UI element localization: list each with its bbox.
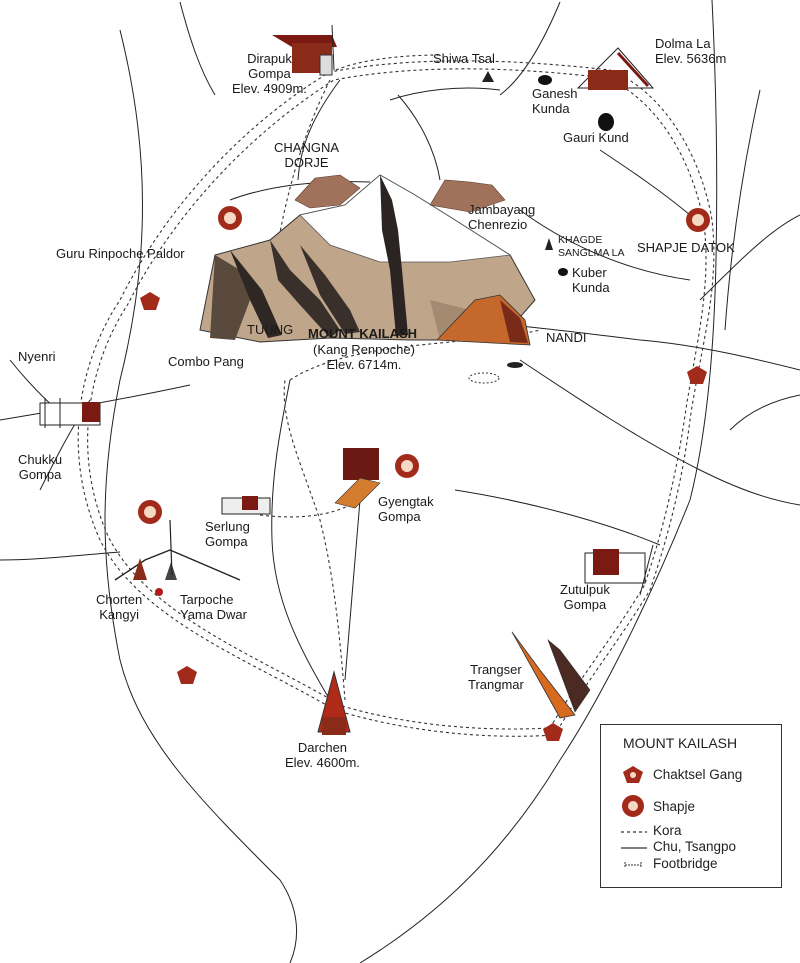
label-kuber-kunda: Kuber Kunda: [572, 265, 610, 295]
label-kang-renpoche-elevation: (Kang Renpoche) Elev. 6714m.: [313, 342, 415, 372]
label-nandi: NANDI: [546, 330, 587, 345]
label-dirapuk-gompa: Dirapuk Gompa Elev. 4909m.: [232, 51, 307, 96]
label-zutulpuk-gompa: Zutulpuk Gompa: [560, 582, 610, 612]
lakes: [538, 75, 614, 276]
label-dolma-la: Dolma La Elev. 5636m: [655, 36, 727, 66]
label-shapje-datok: SHAPJE DATOK: [637, 240, 735, 255]
label-khagde-sanglma-la: KHAGDE SANGLMA LA: [558, 234, 625, 259]
gompa-symbols: [39, 24, 655, 735]
trangser-trangmar-peaks: [511, 631, 591, 719]
mount-kailash-massif: [199, 174, 536, 384]
label-changna-dorje: CHANGNA DORJE: [274, 140, 340, 170]
footbridge-icon: [624, 862, 642, 868]
label-ganesh-kunda: Ganesh Kunda: [532, 86, 578, 116]
label-mount-kailash: MOUNT KAILASH: [308, 326, 418, 341]
legend-title: MOUNT KAILASH: [623, 735, 738, 751]
legend-chu-tsangpo: Chu, Tsangpo: [653, 839, 737, 854]
kora-line-icon: [621, 831, 647, 833]
label-trangser-trangmar: Trangser Trangmar: [468, 662, 524, 692]
label-guru-rinpoche-paldor: Guru Rinpoche Paldor: [56, 246, 185, 261]
legend-kora: Kora: [653, 823, 682, 838]
river-line-icon: [621, 847, 647, 849]
label-shiwa-tsal: Shiwa Tsal: [433, 51, 495, 66]
label-tarpoche-yama-dwar: Tarpoche Yama Dwar: [180, 592, 247, 622]
label-combo-pang: Combo Pang: [168, 354, 244, 369]
legend-shapje: Shapje: [653, 799, 696, 814]
legend-footbridge: Footbridge: [653, 856, 718, 871]
chaktsel-gang-icon: [623, 766, 643, 783]
shrine-markers: [138, 71, 710, 741]
label-chorten-kangyi: Chorten Kangyi: [96, 592, 143, 622]
label-gauri-kund: Gauri Kund: [563, 130, 629, 145]
label-serlung-gompa: Serlung Gompa: [205, 519, 250, 549]
label-tuung: TUUNG: [247, 322, 294, 337]
legend-chaktsel-gang: Chaktsel Gang: [653, 767, 743, 782]
shapje-icon: [622, 795, 644, 817]
label-darchen: Darchen Elev. 4600m.: [285, 740, 360, 770]
kora-route: [77, 54, 715, 737]
label-nyenri: Nyenri: [18, 349, 56, 364]
map-legend: MOUNT KAILASH Chaktsel Gang Shapje Kora …: [600, 724, 782, 888]
label-chukku-gompa: Chukku Gompa: [18, 452, 63, 482]
label-jambayang-chenrezio: Jambayang Chenrezio: [468, 202, 536, 232]
label-gyengtak-gompa: Gyengtak Gompa: [378, 494, 434, 524]
